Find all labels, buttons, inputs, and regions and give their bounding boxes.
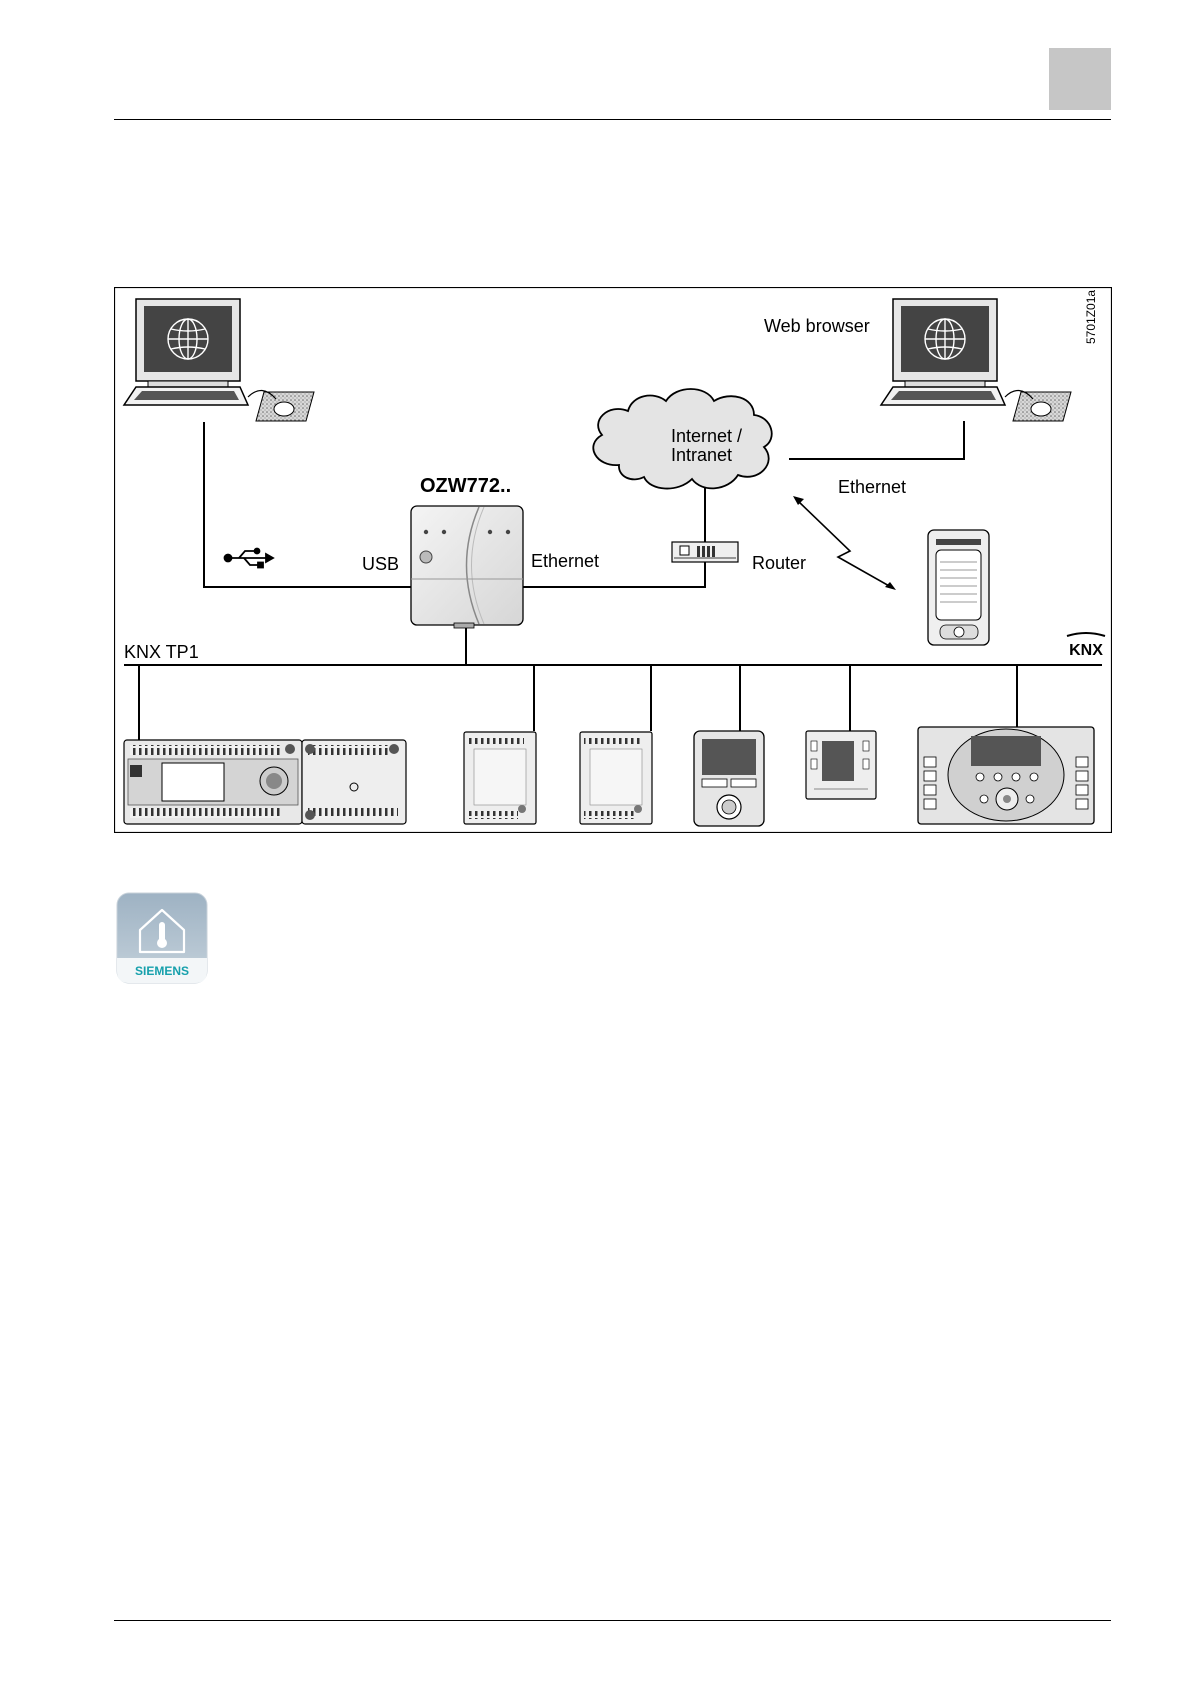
label-bus: KNX TP1 xyxy=(124,642,199,662)
label-router: Router xyxy=(752,553,806,573)
siemens-app-icon: SIEMENS xyxy=(116,892,208,984)
io-module-2 xyxy=(580,732,652,824)
router-device xyxy=(672,542,738,562)
io-module-1 xyxy=(464,732,536,824)
label-device: OZW772.. xyxy=(420,475,511,497)
header-rule xyxy=(114,119,1111,120)
header-tab xyxy=(1049,48,1111,110)
ozw772-device xyxy=(411,506,523,628)
label-figure-code: 5701Z01a xyxy=(1084,290,1098,344)
label-internet-line2: Intranet xyxy=(671,445,732,465)
network-diagram: KNX xyxy=(114,287,1112,833)
globe-icon-right xyxy=(925,319,965,359)
label-web-browser: Web browser xyxy=(764,316,870,336)
room-unit-dial xyxy=(694,731,764,826)
label-internet-line1: Internet / xyxy=(671,426,742,446)
footer-rule xyxy=(114,1620,1111,1621)
mobile-device xyxy=(928,530,989,645)
label-ethernet-top: Ethernet xyxy=(838,477,906,497)
globe-icon-left xyxy=(168,319,208,359)
label-usb: USB xyxy=(362,554,399,574)
room-unit-panel xyxy=(806,731,876,799)
operator-panel xyxy=(918,727,1094,824)
label-ethernet-device: Ethernet xyxy=(531,551,599,571)
siemens-brand-label: SIEMENS xyxy=(135,964,189,978)
controller-large xyxy=(124,740,406,824)
svg-text:KNX: KNX xyxy=(1069,642,1103,659)
